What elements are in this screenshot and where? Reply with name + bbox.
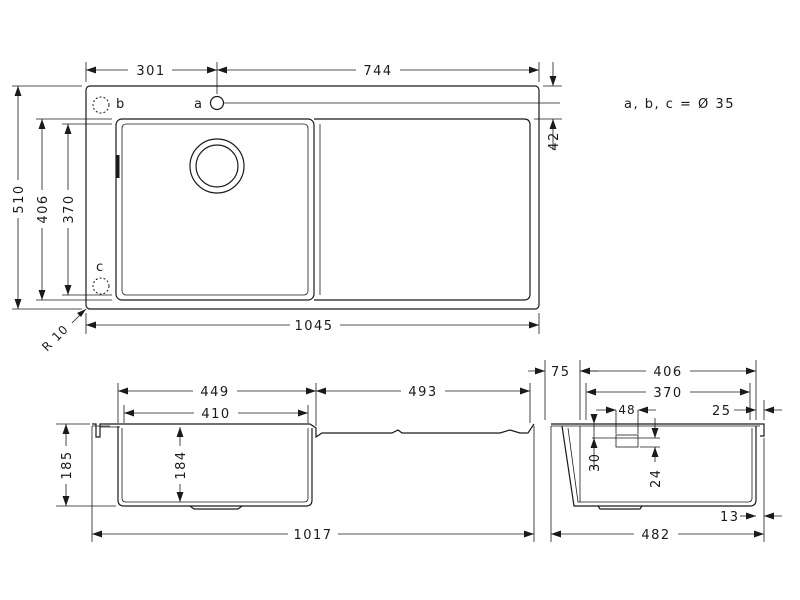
hole-legend: a, b, c = Ø 35 [624,97,735,112]
dim-13: 13 [720,510,740,525]
bowl-profile-front [117,426,313,507]
dim-25: 25 [712,404,732,419]
dim-1017: 1017 [293,528,332,543]
drain-outer [189,138,245,194]
side-view: 75 406 370 48 25 30 [528,360,782,543]
dim-30: 30 [588,452,603,472]
overflow-box [615,434,639,448]
dim-510: 510 [12,184,27,213]
dim-42: 42 [547,131,562,151]
dim-r10: R 10 [39,322,71,354]
sink-profile-front [92,423,535,439]
bowl-profile-side [561,425,757,507]
label-a: a [194,97,203,112]
dim-449: 449 [200,385,229,400]
dim-184: 184 [174,450,189,479]
hole-c-dashed [92,277,110,295]
bowl-inner-outline [121,123,309,296]
drain-profile-front [189,505,243,510]
dim-75: 75 [551,365,571,380]
sink-outline-top [85,85,540,310]
dim-406-side: 406 [653,365,682,380]
label-c: c [96,260,105,275]
dim-185: 185 [60,450,75,479]
dim-493: 493 [408,385,437,400]
dim-1045: 1045 [294,319,333,334]
drain-inner [195,144,239,188]
drainboard-outline [314,118,531,301]
dim-744: 744 [363,64,392,79]
top-view: a b c 301 744 42 [9,62,735,354]
drain-profile-side [597,505,643,510]
dim-24: 24 [649,468,664,488]
dim-410: 410 [201,407,230,422]
dim-406: 406 [36,194,51,223]
dim-48: 48 [618,403,635,417]
dim-370-side: 370 [653,386,682,401]
dim-301: 301 [136,64,165,79]
front-view: 449 493 410 185 184 1017 [56,383,535,543]
hole-b-dashed [92,96,110,114]
bowl-outline [115,118,315,301]
label-b: b [116,97,126,112]
tap-hole-a [209,95,225,111]
dim-482: 482 [641,528,670,543]
dim-370: 370 [62,194,77,223]
